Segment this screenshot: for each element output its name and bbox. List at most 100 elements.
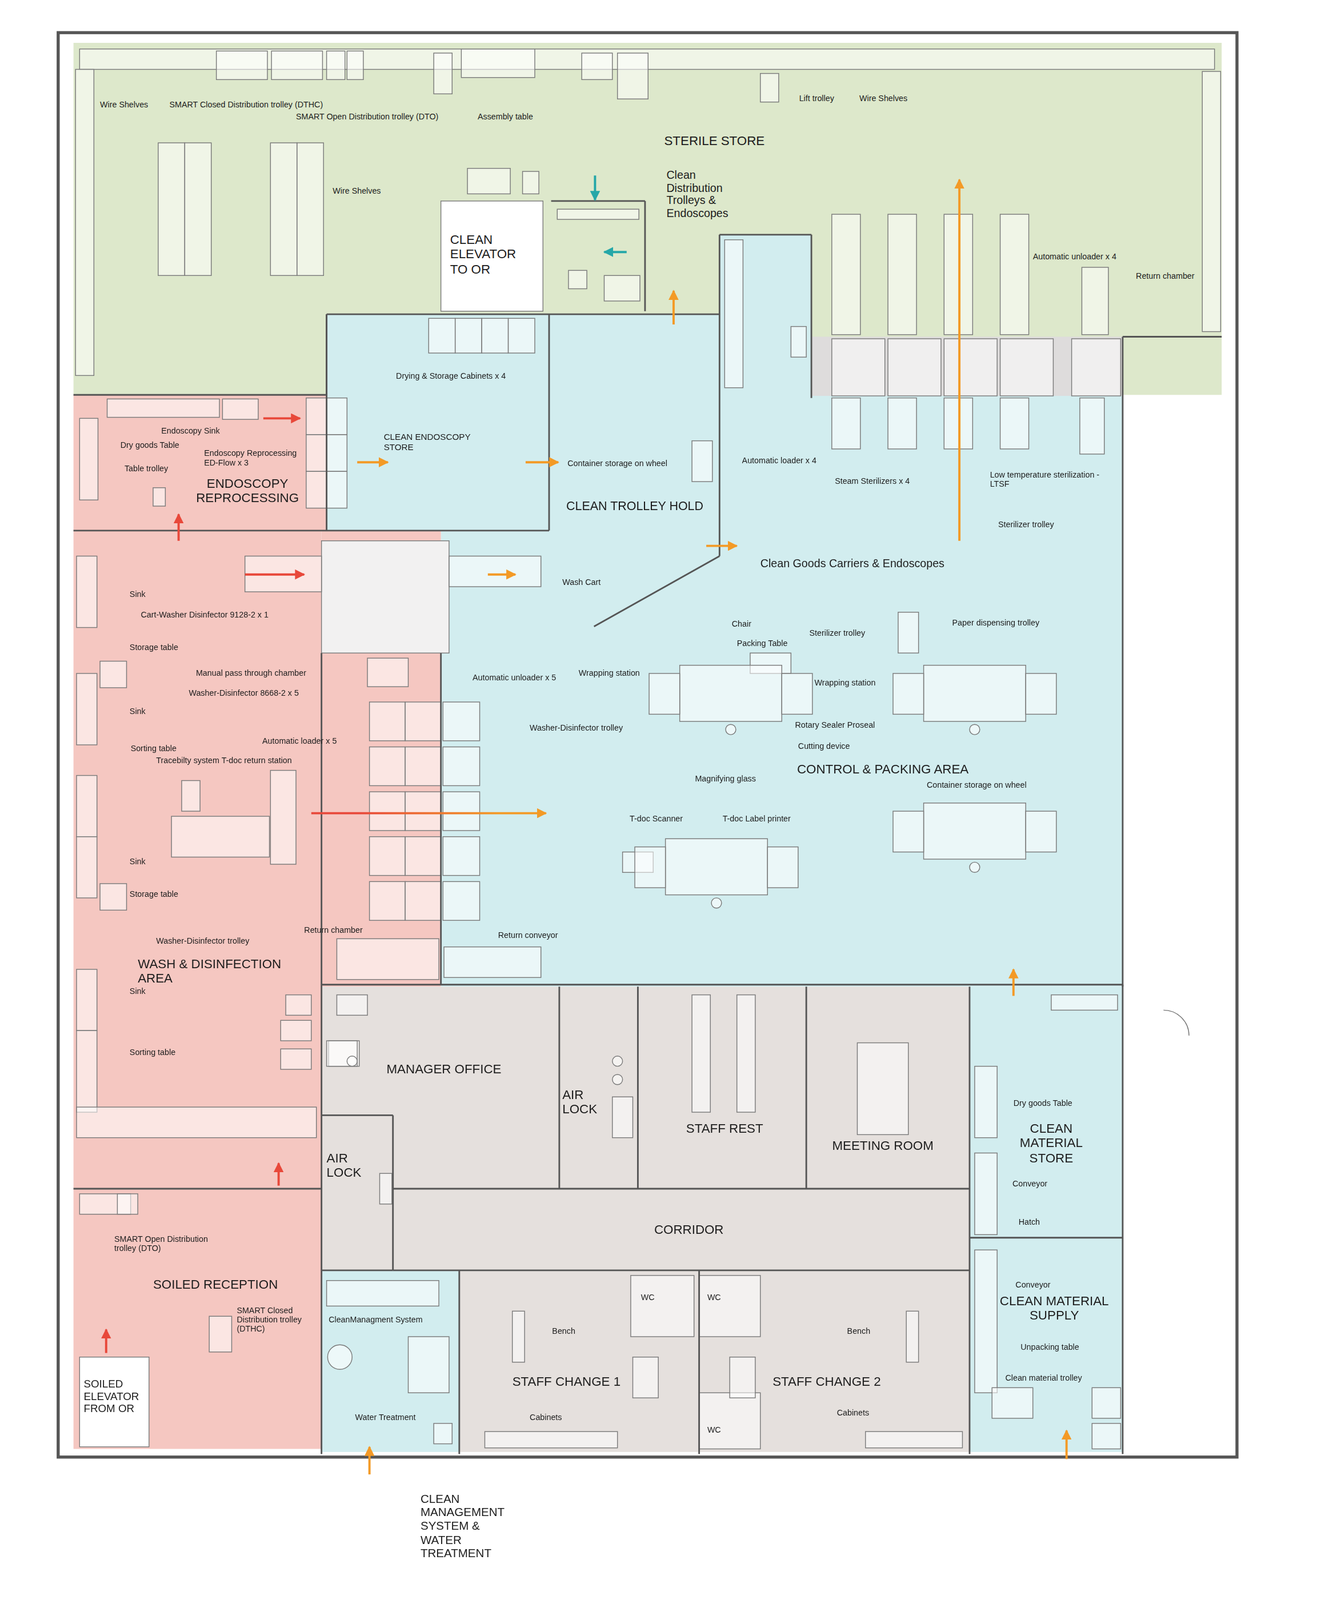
equipment [760, 73, 779, 103]
equipment [216, 50, 268, 80]
equipment-label: Sorting table [129, 1047, 176, 1058]
equipment [184, 142, 211, 276]
chair [969, 724, 980, 735]
equipment-label: Steam Sterilizers x 4 [834, 476, 910, 486]
equipment-label: Automatic unloader x 4 [1033, 251, 1117, 262]
equipment [442, 881, 480, 921]
equipment [245, 556, 322, 593]
equipment [336, 938, 439, 980]
equipment-label: Container storage on wheel [567, 459, 668, 469]
equipment [99, 883, 127, 911]
equipment [442, 791, 480, 831]
room: STAFF REST [637, 987, 807, 1190]
equipment [1051, 995, 1118, 1011]
equipment-label: Water Treatment [355, 1413, 416, 1423]
equipment [1081, 267, 1108, 335]
wall [73, 394, 327, 396]
equipment [346, 50, 364, 80]
equipment [117, 1194, 138, 1215]
wall [643, 201, 646, 312]
equipment [76, 969, 98, 1031]
equipment [923, 803, 1027, 860]
wall [320, 653, 323, 1455]
wall [551, 199, 646, 202]
equipment-label: SMART Open Distribution trolley (DTO) [295, 111, 439, 122]
wall [458, 1270, 460, 1455]
wall [698, 1270, 700, 1455]
equipment [1091, 1423, 1121, 1450]
flow-arrow [311, 812, 547, 815]
room: AIR LOCK [321, 1115, 394, 1269]
chair [327, 1344, 352, 1370]
wall [393, 1188, 970, 1191]
equipment [405, 837, 442, 876]
room-name: CLEAN ELEVATOR TO OR [450, 232, 532, 277]
equipment [831, 338, 886, 396]
equipment [271, 50, 323, 80]
flow-arrow-symbol [368, 1447, 371, 1475]
equipment-label: Wire Shelves [99, 99, 148, 110]
equipment [484, 1431, 618, 1449]
equipment-label: Sterilizer trolley [998, 520, 1055, 530]
equipment-label: Sterilizer trolley [809, 628, 866, 638]
equipment [367, 658, 408, 687]
equipment [857, 1043, 908, 1136]
room-name: ENDOSCOPY REPROCESSING [183, 476, 312, 506]
equipment-label: WC [707, 1293, 722, 1303]
equipment [887, 398, 917, 450]
room-floor [441, 530, 1123, 987]
equipment [326, 1041, 358, 1067]
equipment [581, 53, 613, 80]
equipment [369, 702, 406, 742]
equipment [405, 881, 442, 921]
room-name: STERILE STORE [642, 133, 786, 149]
equipment [79, 418, 98, 500]
equipment-label: WC [641, 1293, 655, 1303]
wall [393, 1269, 970, 1272]
equipment [369, 881, 406, 921]
room: ENDOSCOPY REPROCESSING [73, 394, 330, 531]
wall [73, 529, 550, 532]
wall [558, 986, 560, 1190]
equipment-label: Wire Shelves [859, 93, 908, 103]
room-floor [326, 314, 550, 532]
equipment [699, 1275, 761, 1337]
equipment-label: Return chamber [303, 925, 363, 935]
equipment-label: Washer-Disinfector 8668-2 x 5 [188, 689, 299, 699]
equipment [461, 49, 535, 78]
wall [321, 1114, 394, 1117]
equipment-label: Wrapping station [578, 668, 640, 678]
equipment [369, 791, 406, 831]
equipment [280, 1020, 312, 1042]
equipment-label: Storage table [129, 890, 179, 900]
equipment [1000, 214, 1030, 335]
equipment [442, 747, 480, 787]
wall [391, 1115, 394, 1271]
equipment [612, 1097, 634, 1138]
flow-arrow [1012, 969, 1015, 996]
wall [439, 653, 442, 986]
flow-arrow-symbol [593, 175, 596, 200]
equipment [270, 142, 297, 276]
equipment-label: Endoscopy Reprocessing ED-Flow x 3 [203, 449, 302, 468]
equipment-label: Wire Shelves [332, 186, 381, 196]
flow-arrow-symbol [603, 250, 627, 254]
equipment-label: Hatch [1018, 1217, 1040, 1227]
equipment [76, 837, 98, 899]
equipment-label: Assembly table [477, 111, 534, 122]
equipment-label: Cutting device [798, 742, 851, 752]
equipment [481, 318, 508, 354]
wall [321, 1269, 394, 1272]
room-floor [441, 201, 544, 312]
wall [810, 234, 813, 399]
equipment [790, 326, 807, 358]
flow-arrow [958, 179, 961, 541]
equipment [691, 995, 711, 1113]
equipment [1025, 673, 1057, 715]
wall [548, 314, 551, 531]
equipment [1202, 71, 1221, 332]
equipment [76, 556, 98, 628]
wall [969, 1237, 1123, 1239]
wall [325, 314, 328, 395]
equipment [441, 201, 544, 312]
